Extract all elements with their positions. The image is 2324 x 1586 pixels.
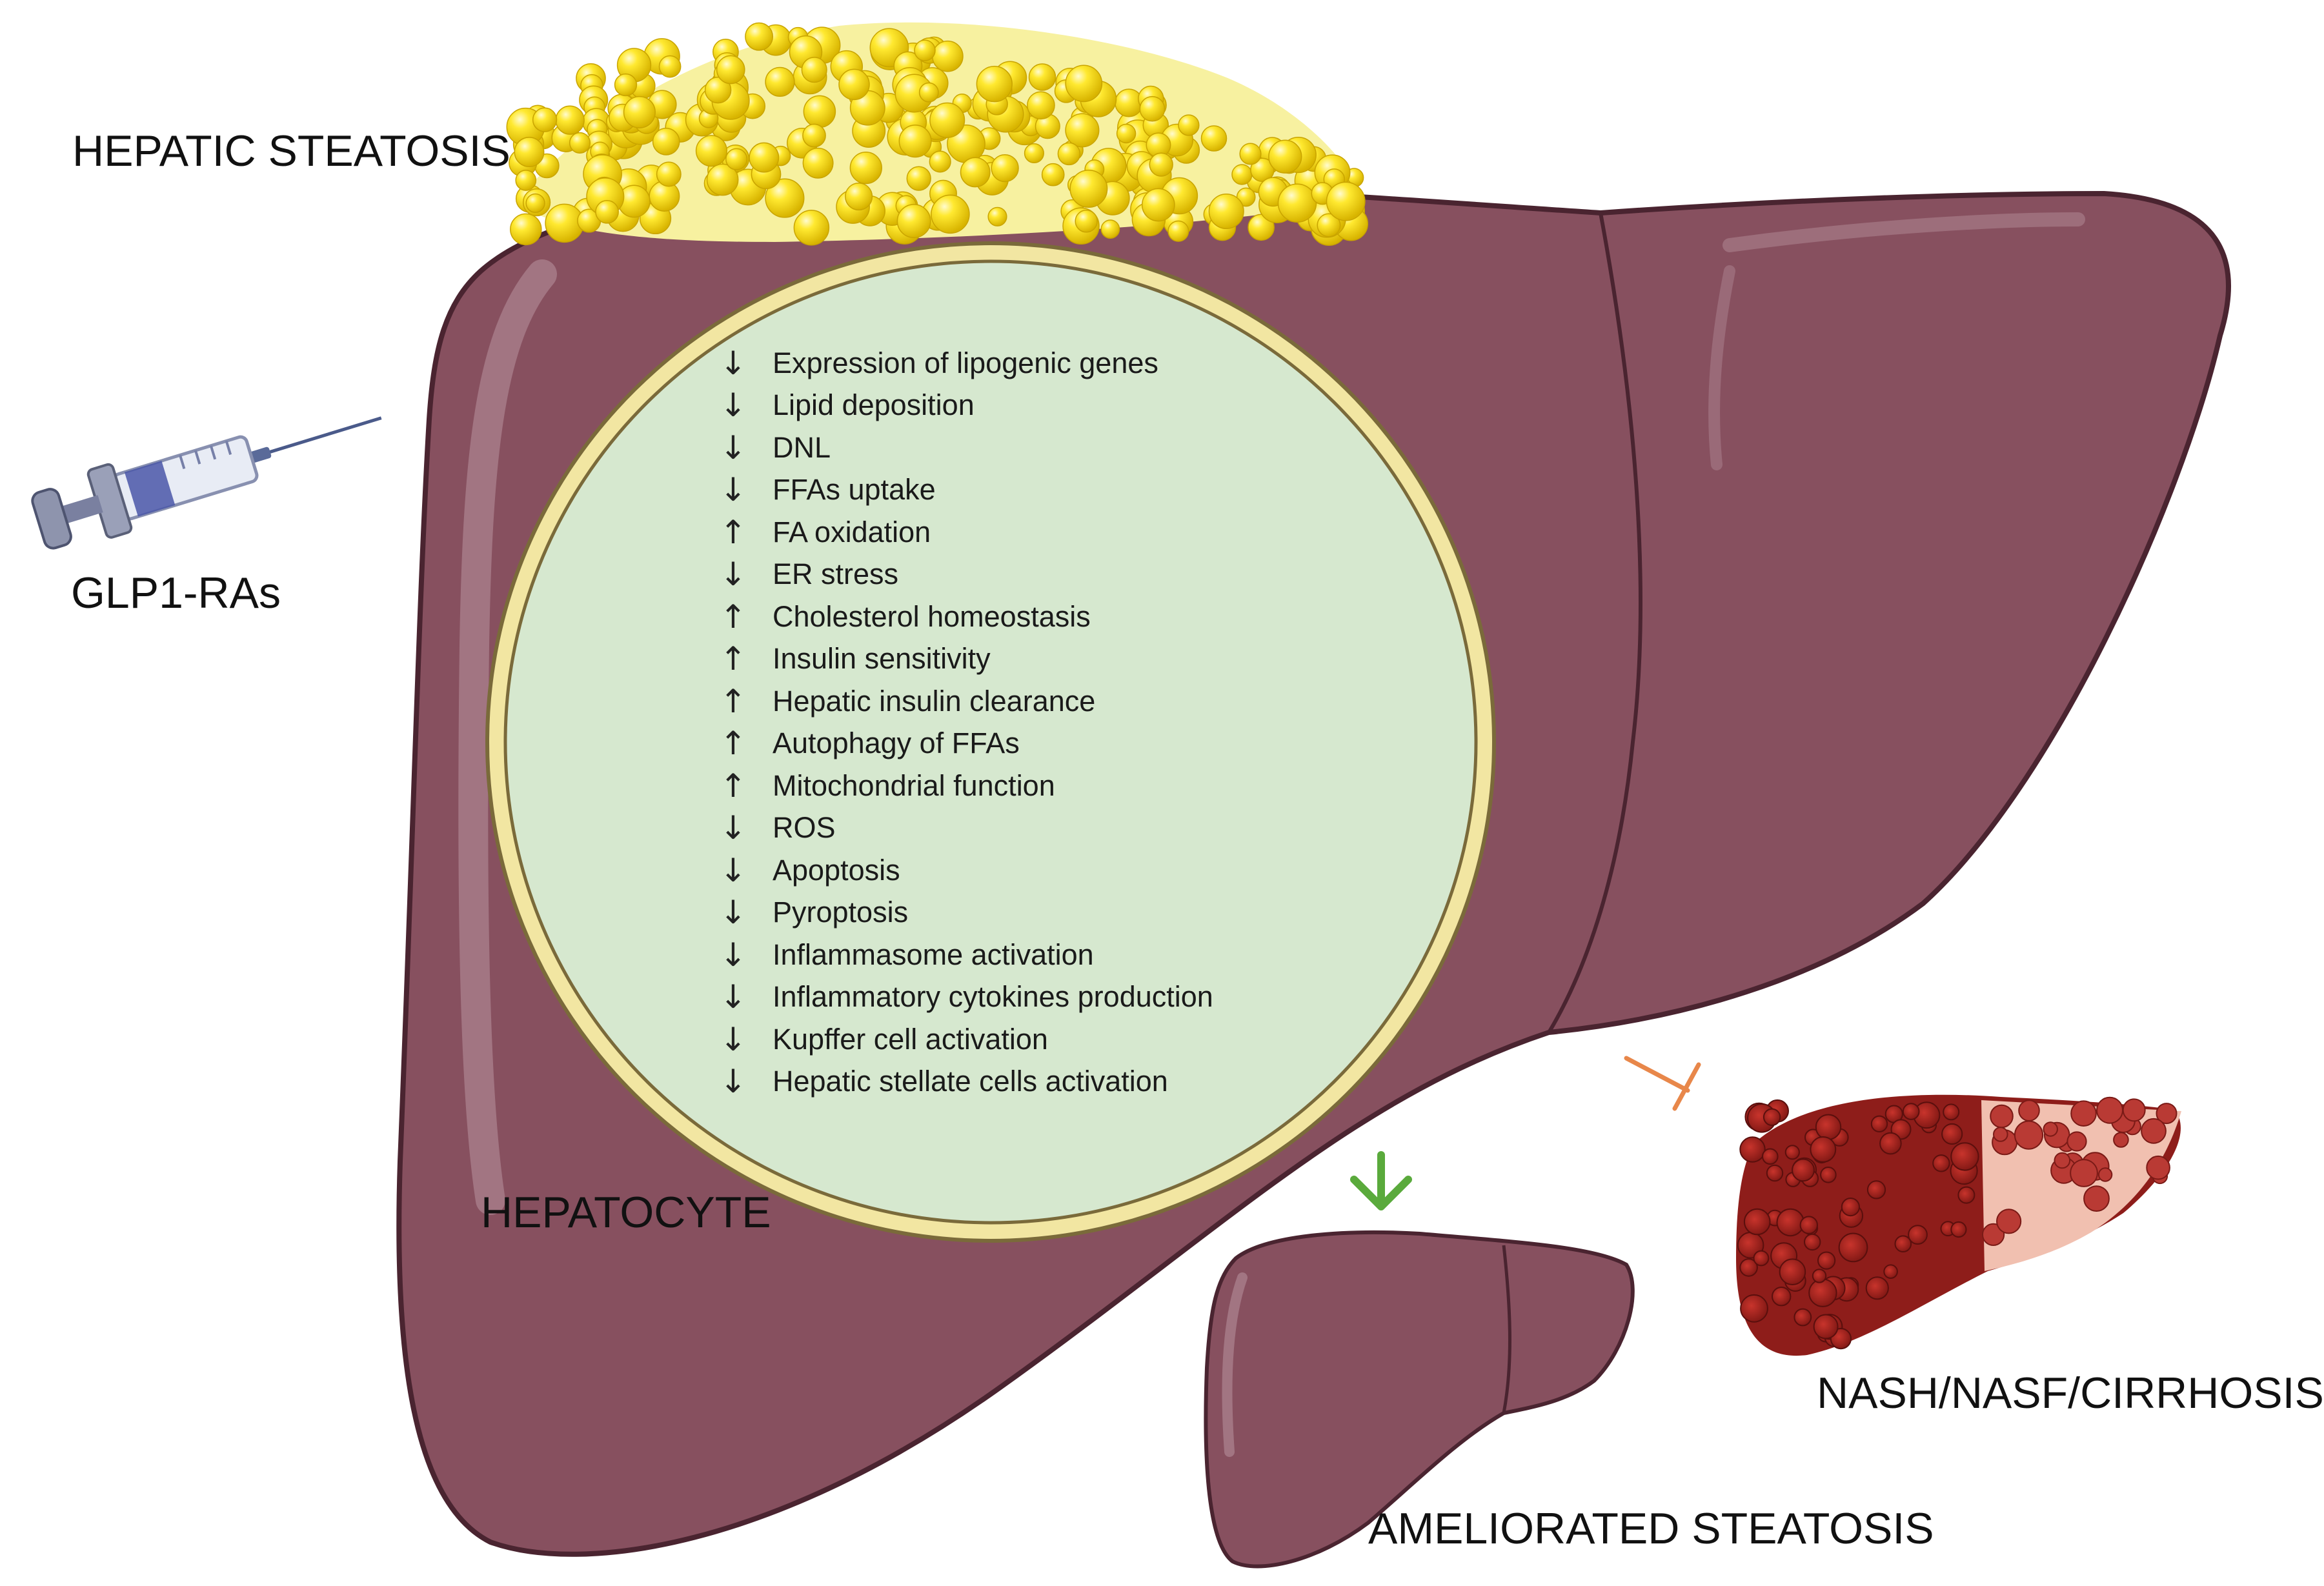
nash-nasf-cirrhosis-label: NASH/NASF/CIRRHOSIS [1817,1369,2324,1418]
hepatocyte-icon [485,241,1496,1243]
effect-text: Hepatic stellate cells activation [773,1065,1168,1098]
effect-text: Kupffer cell activation [773,1022,1048,1056]
inhibition-icon [1624,1056,1701,1111]
syringe-icon [31,416,382,550]
effect-text: DNL [773,430,831,464]
glp1-ras-label: GLP1-RAs [71,568,281,617]
effect-text: Apoptosis [773,853,900,887]
down-arrow-icon: ↓ [720,1020,747,1058]
healthy-liver-icon [1204,1230,1635,1569]
effects-list: ↓ Expression of lipogenic genes ↓ Lipid dep… [720,342,1213,1103]
effect-item: ↓ DNL [720,427,1213,469]
effect-text: Expression of lipogenic genes [773,346,1158,379]
down-arrow-icon: ↓ [720,344,747,382]
effect-item: ↓ FFAs uptake [720,469,1213,512]
hepatic-steatosis-label: HEPATIC STEATOSIS [72,126,510,176]
down-arrow-icon: ↓ [720,386,747,425]
ameliorated-steatosis-label: AMELIORATED STEATOSIS [1368,1504,1934,1553]
effect-item: ↑ FA oxidation [720,511,1213,554]
up-arrow-icon: ↑ [720,682,747,720]
down-arrow-icon: ↓ [720,936,747,974]
down-arrow-icon: ↓ [720,1063,747,1101]
effect-item: ↑ Insulin sensitivity [720,638,1213,681]
effect-item: ↓ Kupffer cell activation [720,1018,1213,1061]
up-arrow-icon: ↑ [720,767,747,805]
up-arrow-icon: ↑ [720,640,747,678]
cirrhotic-liver-icon [1736,1094,2181,1356]
down-arrow-icon: ↓ [720,809,747,847]
effect-item: ↓ ROS [720,807,1213,850]
effect-item: ↓ ER stress [720,554,1213,596]
effect-text: Lipid deposition [773,388,975,422]
effect-item: ↓ Apoptosis [720,849,1213,892]
effect-text: FA oxidation [773,515,931,548]
effect-item: ↑ Mitochondrial function [720,765,1213,807]
up-arrow-icon: ↑ [720,725,747,763]
effect-text: Inflammasome activation [773,938,1094,971]
down-arrow-icon: ↓ [720,894,747,932]
effect-item: ↓ Inflammatory cytokines production [720,976,1213,1019]
effect-item: ↑ Hepatic insulin clearance [720,680,1213,723]
effect-text: ROS [773,811,836,845]
up-arrow-icon: ↑ [720,513,747,551]
down-arrow-icon [1350,1151,1412,1210]
down-arrow-icon: ↓ [720,851,747,889]
effect-text: FFAs uptake [773,473,936,507]
effect-text: ER stress [773,557,899,591]
effect-text: Insulin sensitivity [773,642,991,676]
down-arrow-icon: ↓ [720,471,747,509]
effect-item: ↓ Lipid deposition [720,385,1213,427]
up-arrow-icon: ↑ [720,597,747,636]
down-arrow-icon: ↓ [720,428,747,467]
down-arrow-icon: ↓ [720,978,747,1016]
effect-text: Inflammatory cytokines production [773,980,1213,1014]
effect-text: Hepatic insulin clearance [773,684,1096,718]
effect-item: ↑ Autophagy of FFAs [720,723,1213,765]
down-arrow-icon: ↓ [720,556,747,594]
fat-droplets-icon [506,22,1369,246]
effect-item: ↓ Pyroptosis [720,892,1213,934]
effect-item: ↑ Cholesterol homeostasis [720,596,1213,638]
effect-text: Autophagy of FFAs [773,727,1020,760]
hepatocyte-label: HEPATOCYTE [481,1188,771,1237]
effect-text: Mitochondrial function [773,768,1055,802]
effect-item: ↓ Hepatic stellate cells activation [720,1061,1213,1103]
effect-item: ↓ Expression of lipogenic genes [720,342,1213,385]
effect-item: ↓ Inflammasome activation [720,934,1213,976]
effect-text: Pyroptosis [773,896,909,929]
effect-text: Cholesterol homeostasis [773,599,1091,633]
